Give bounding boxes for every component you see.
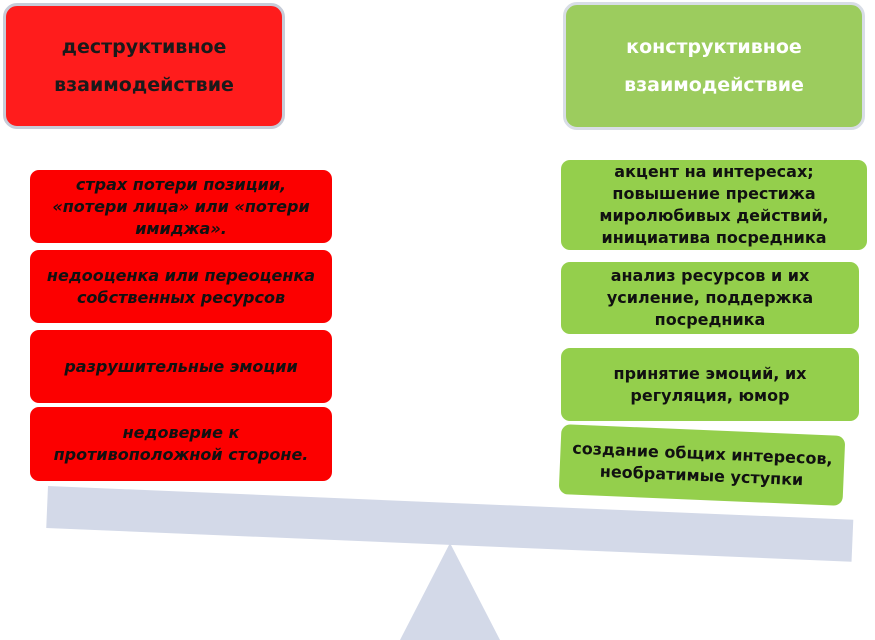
constructive-header-label: конструктивное взаимодействие [624,36,804,96]
destructive-item-1: страх потери позиции, «потери лица» или … [30,170,332,243]
destructive-item-label: страх потери позиции, «потери лица» или … [52,174,310,238]
constructive-item-label: принятие эмоций, их регуляция, юмор [613,363,807,405]
constructive-header: конструктивное взаимодействие [563,2,865,130]
destructive-item-2: недооценка или переоценка собственных ре… [30,250,332,323]
constructive-item-2: анализ ресурсов и их усиление, поддержка… [561,262,859,334]
destructive-header: деструктивное взаимодействие [3,3,285,129]
destructive-header-label: деструктивное взаимодействие [54,36,234,96]
destructive-item-label: разрушительные эмоции [64,356,298,376]
destructive-item-label: недооценка или переоценка собственных ре… [46,265,316,307]
constructive-item-3: принятие эмоций, их регуляция, юмор [561,348,859,421]
destructive-item-4: недоверие к противоположной стороне. [30,407,332,481]
constructive-item-label: создание общих интересов, необратимые ус… [571,438,834,490]
constructive-item-1: акцент на интересах; повышение престижа … [561,160,867,250]
destructive-item-3: разрушительные эмоции [30,330,332,403]
constructive-item-label: анализ ресурсов и их усиление, поддержка… [606,266,814,329]
constructive-item-4: создание общих интересов, необратимые ус… [558,424,846,506]
scale-fulcrum [400,543,500,640]
constructive-item-label: акцент на интересах; повышение престижа … [599,162,829,247]
destructive-item-label: недоверие к противоположной стороне. [53,423,309,464]
